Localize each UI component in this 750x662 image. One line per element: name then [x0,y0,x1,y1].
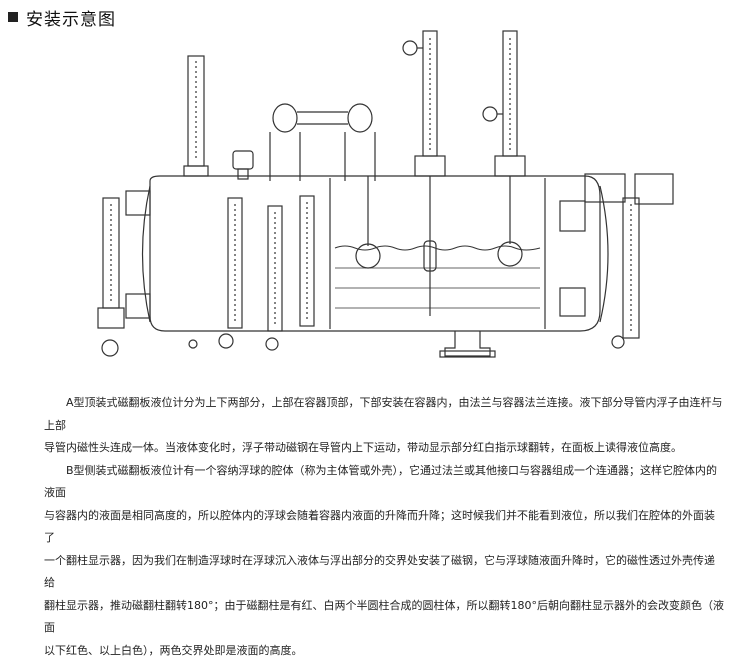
side-gauge-2 [228,198,242,328]
transmitter-head [233,151,253,169]
paragraph-b-line-3: 一个翻柱显示器，因为我们在制造浮球时在浮球沉入液体与浮出部分的交界处安装了磁钢，… [44,550,724,595]
side-gauge-4 [300,196,314,326]
paragraph-b-line-1: B型侧装式磁翻板液位计有一个容纳浮球的腔体（称为主体管或外壳），它通过法兰或其他… [44,460,724,505]
description-text: A型顶装式磁翻板液位计分为上下两部分，上部在容器顶部，下部安装在容器内，由法兰与… [44,392,724,662]
paragraph-a-line-1: A型顶装式磁翻板液位计分为上下两部分，上部在容器顶部，下部安装在容器内，由法兰与… [44,392,724,437]
paragraph-b-line-4: 翻柱显示器，推动磁翻柱翻转180°；由于磁翻柱是有红、白两个半圆柱合成的圆柱体，… [44,595,724,640]
float-ball-right [498,242,522,266]
liquid-surface [335,246,540,250]
float-ball-left [356,244,380,268]
installation-diagram [0,26,750,371]
paragraph-b-line-5: 以下红色、以上白色），两色交界处即是液面的高度。 [44,640,724,662]
paragraph-a-line-2: 导管内磁性头连成一体。当液体变化时，浮子带动磁钢在导管内上下运动，带动显示部分红… [44,437,724,460]
paragraph-b-line-2: 与容器内的液面是相同高度的，所以腔体内的浮球会随着容器内液面的升降而升降；这时候… [44,505,724,550]
vessel-right-cap [600,186,608,322]
bottom-outlet [445,331,490,356]
square-bullet-icon [8,12,18,22]
flange-ring-left [273,104,297,132]
vessel-left-cap [143,186,151,322]
flange-ring-right [348,104,372,132]
